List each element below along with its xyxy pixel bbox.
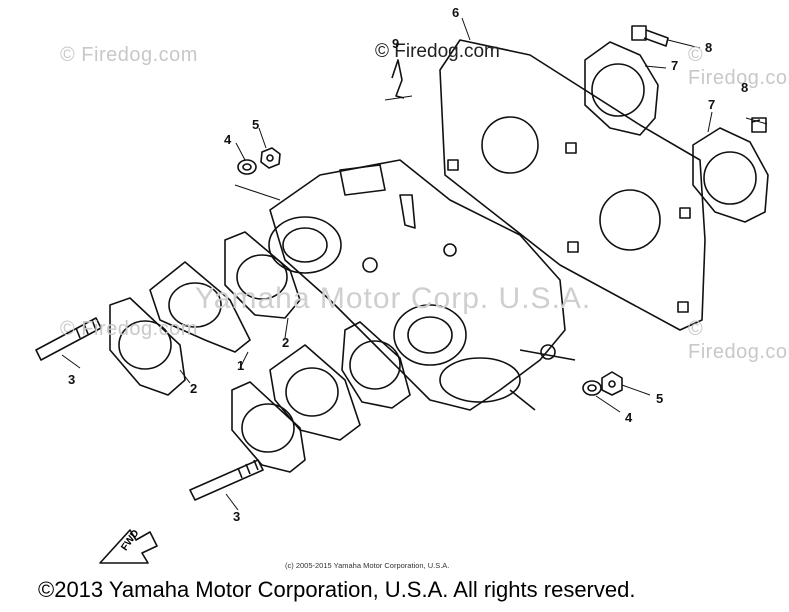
- watermark-top-right: © Firedog.com: [688, 44, 789, 89]
- nut-5-lower: [601, 371, 623, 396]
- callout-6: 6: [452, 5, 460, 20]
- carburetor-assembly: [268, 159, 576, 411]
- callout-2-upper: 2: [282, 335, 290, 350]
- watermark-top-left: © Firedog.com: [60, 44, 198, 66]
- stud-3-upper: [35, 317, 102, 361]
- callout-5-lower: 5: [656, 391, 664, 406]
- rear-gasket-plate: [439, 39, 706, 331]
- gasket-2-upper: [224, 231, 301, 319]
- callout-1: 1: [237, 358, 245, 373]
- callout-9: 9: [392, 36, 400, 51]
- callout-4-upper: 4: [224, 132, 232, 147]
- callout-3-lower: 3: [233, 509, 241, 524]
- bolt-8-upper: [631, 25, 669, 47]
- callout-2-lower: 2: [190, 381, 198, 396]
- watermark-mid-left: © Firedog.com: [60, 318, 198, 340]
- callout-7-lower: 7: [708, 97, 716, 112]
- washer-4-lower: [582, 380, 602, 396]
- intake-joint-1: [149, 261, 361, 441]
- callout-4-lower: 4: [625, 410, 633, 425]
- nut-5-upper: [260, 147, 281, 169]
- copyright-notice: ©2013 Yamaha Motor Corporation, U.S.A. A…: [38, 577, 636, 602]
- watermark-mid-right: © Firedog.com: [688, 318, 789, 363]
- stud-3-lower: [189, 459, 264, 501]
- small-credit: (c) 2005-2015 Yamaha Motor Corporation, …: [285, 561, 450, 570]
- callout-3-upper: 3: [68, 372, 76, 387]
- gasket-2-lower: [109, 297, 186, 396]
- washer-4-upper: [237, 159, 257, 175]
- callout-8-lower: 8: [741, 80, 749, 95]
- callout-5-upper: 5: [252, 117, 260, 132]
- gasket-7-upper: [584, 41, 659, 136]
- watermark-main: © Firedog.com: [375, 41, 500, 62]
- callout-8-upper: 8: [705, 40, 713, 55]
- leader-lines: [61, 17, 713, 511]
- callout-7-upper: 7: [671, 58, 679, 73]
- gasket-2-mid: [341, 321, 411, 409]
- watermark-center: Yamaha Motor Corp. U.S.A.: [195, 282, 592, 315]
- gasket-7-lower: [692, 127, 769, 223]
- gasket-2-bottom: [231, 381, 306, 473]
- clip-9: [384, 59, 413, 101]
- fwd-arrow: [99, 529, 158, 564]
